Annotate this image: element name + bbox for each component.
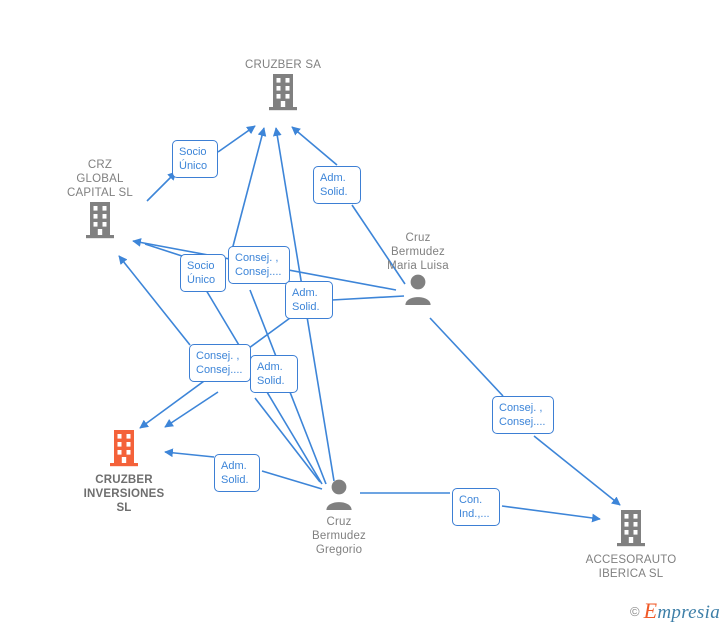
building-icon bbox=[40, 200, 160, 245]
edge-label-adm-solid-3[interactable]: Adm. Solid. bbox=[250, 355, 298, 393]
edge-label-adm-solid-2[interactable]: Adm. Solid. bbox=[285, 281, 333, 319]
watermark: © Empresia bbox=[630, 598, 720, 624]
building-icon bbox=[566, 508, 696, 553]
node-crz-global-capital-sl[interactable]: CRZ GLOBAL CAPITAL SL bbox=[40, 158, 160, 245]
edge-label-con-ind-1[interactable]: Con. Ind.,... bbox=[452, 488, 500, 526]
empresia-logo-initial: E bbox=[643, 598, 658, 623]
node-cruz-bermudez-gregorio[interactable]: Cruz Bermudez Gregorio bbox=[279, 478, 399, 557]
edge-label-consej-3[interactable]: Consej. , Consej.... bbox=[492, 396, 554, 434]
edge-gregorio-to-admsolid4[interactable] bbox=[261, 470, 323, 490]
edge-admsolid4-to-inversiones[interactable] bbox=[164, 448, 215, 458]
node-label-cruz-bermudez-gregorio: Cruz Bermudez Gregorio bbox=[311, 516, 366, 556]
edge-crzglobal-to-cruzbersa[interactable] bbox=[146, 171, 177, 202]
edge-admsolid1-to-cruzbersa[interactable] bbox=[291, 126, 338, 166]
empresia-logo: Empresia bbox=[644, 598, 720, 624]
node-label-cruzber-sa: CRUZBER SA bbox=[244, 59, 322, 71]
edge-socio1-to-cruzbersa[interactable] bbox=[217, 125, 256, 153]
edge-socio2-to-crzglobal[interactable] bbox=[144, 243, 183, 257]
edge-gregorio-to-consejmid2[interactable] bbox=[254, 397, 321, 483]
edge-marialuisa-to-admsolid1[interactable] bbox=[351, 204, 406, 285]
edge-consej-to-cruzbersa[interactable] bbox=[231, 127, 267, 251]
edge-label-adm-solid-1[interactable]: Adm. Solid. bbox=[313, 166, 361, 204]
node-cruzber-inversiones-sl[interactable]: CRUZBER INVERSIONES SL bbox=[58, 428, 190, 515]
node-label-cruz-bermudez-maria-luisa: Cruz Bermudez Maria Luisa bbox=[387, 232, 449, 272]
edge-consejmid-to-crzglobal[interactable] bbox=[118, 255, 191, 346]
edge-consejright-to-accesorauto[interactable] bbox=[533, 435, 621, 506]
edge-label-adm-solid-4[interactable]: Adm. Solid. bbox=[214, 454, 260, 492]
person-icon bbox=[358, 273, 478, 310]
edge-consejmid2-to-inversiones[interactable] bbox=[164, 391, 219, 428]
node-cruz-bermudez-maria-luisa[interactable]: Cruz Bermudez Maria Luisa bbox=[358, 231, 478, 310]
edge-marialuisa-to-consejright[interactable] bbox=[429, 317, 504, 397]
node-label-cruzber-inversiones-sl: CRUZBER INVERSIONES SL bbox=[83, 474, 165, 514]
edge-label-consej-1[interactable]: Consej. , Consej.... bbox=[228, 246, 290, 284]
node-cruzber-sa[interactable]: CRUZBER SA bbox=[213, 58, 353, 117]
edge-label-socio-unico-2[interactable]: Socio Único bbox=[180, 254, 226, 292]
empresia-logo-rest: mpresia bbox=[657, 602, 720, 623]
building-icon bbox=[58, 428, 190, 473]
edge-marialuisa-to-admsolid2[interactable] bbox=[331, 295, 405, 301]
building-icon bbox=[213, 72, 353, 117]
edge-label-consej-2[interactable]: Consej. , Consej.... bbox=[189, 344, 251, 382]
edge-conind-to-accesorauto[interactable] bbox=[501, 505, 601, 523]
node-accesorauto-iberica-sl[interactable]: ACCESORAUTO IBERICA SL bbox=[566, 508, 696, 581]
copyright-icon: © bbox=[630, 603, 640, 619]
node-label-crz-global-capital-sl: CRZ GLOBAL CAPITAL SL bbox=[67, 159, 133, 199]
person-icon bbox=[279, 478, 399, 515]
edge-label-socio-unico-1[interactable]: Socio Único bbox=[172, 140, 218, 178]
node-label-accesorauto-iberica-sl: ACCESORAUTO IBERICA SL bbox=[585, 554, 677, 580]
